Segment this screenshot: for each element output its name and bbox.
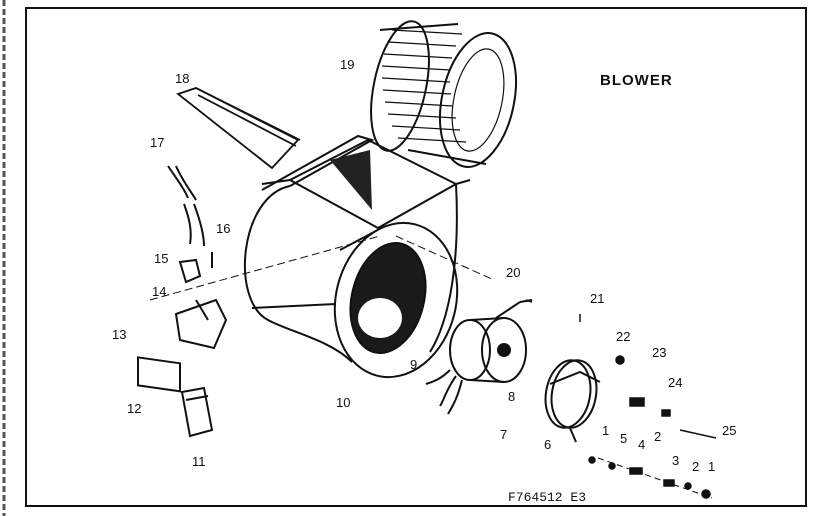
capacitor (180, 386, 214, 438)
label-15: 15 (154, 251, 169, 266)
label-16: 16 (216, 221, 231, 236)
blower-housing (243, 134, 471, 379)
assembly-axis (149, 235, 381, 301)
mounting-plate (137, 356, 181, 393)
drawing-code: F764512 E3 (508, 490, 587, 505)
label-11: 11 (192, 454, 206, 469)
diagram-border (25, 7, 807, 507)
label-12: 12 (127, 401, 142, 416)
hardware-axis (597, 457, 713, 499)
label-4: 4 (638, 437, 646, 452)
label-21: 21 (590, 291, 605, 306)
label-3: 3 (672, 453, 680, 468)
label-19: 19 (340, 57, 355, 72)
blower-wheel (370, 20, 517, 168)
label-6: 6 (544, 437, 552, 452)
label-2-lower: 2 (692, 459, 700, 474)
label-8: 8 (508, 389, 516, 404)
label-24: 24 (668, 375, 683, 390)
label-22: 22 (616, 329, 631, 344)
label-17: 17 (150, 135, 165, 150)
small-hardware (525, 299, 717, 499)
label-23: 23 (652, 345, 667, 360)
label-5: 5 (620, 431, 628, 446)
label-20: 20 (506, 265, 521, 280)
label-14: 14 (152, 284, 167, 299)
label-1-lower: 1 (708, 459, 716, 474)
label-13: 13 (112, 327, 127, 342)
diagram-title: BLOWER (600, 72, 673, 89)
label-25: 25 (722, 423, 737, 438)
top-panel (176, 87, 301, 170)
label-18: 18 (175, 71, 190, 86)
label-9: 9 (410, 357, 418, 372)
label-7: 7 (500, 427, 508, 442)
wire-harness (167, 165, 205, 247)
motor-mount (544, 359, 601, 443)
label-2-upper: 2 (654, 429, 662, 444)
motor-axis (395, 235, 495, 281)
label-10: 10 (336, 395, 351, 410)
capacitor-bracket (174, 252, 228, 350)
label-1-upper: 1 (602, 423, 610, 438)
motor (425, 299, 533, 415)
